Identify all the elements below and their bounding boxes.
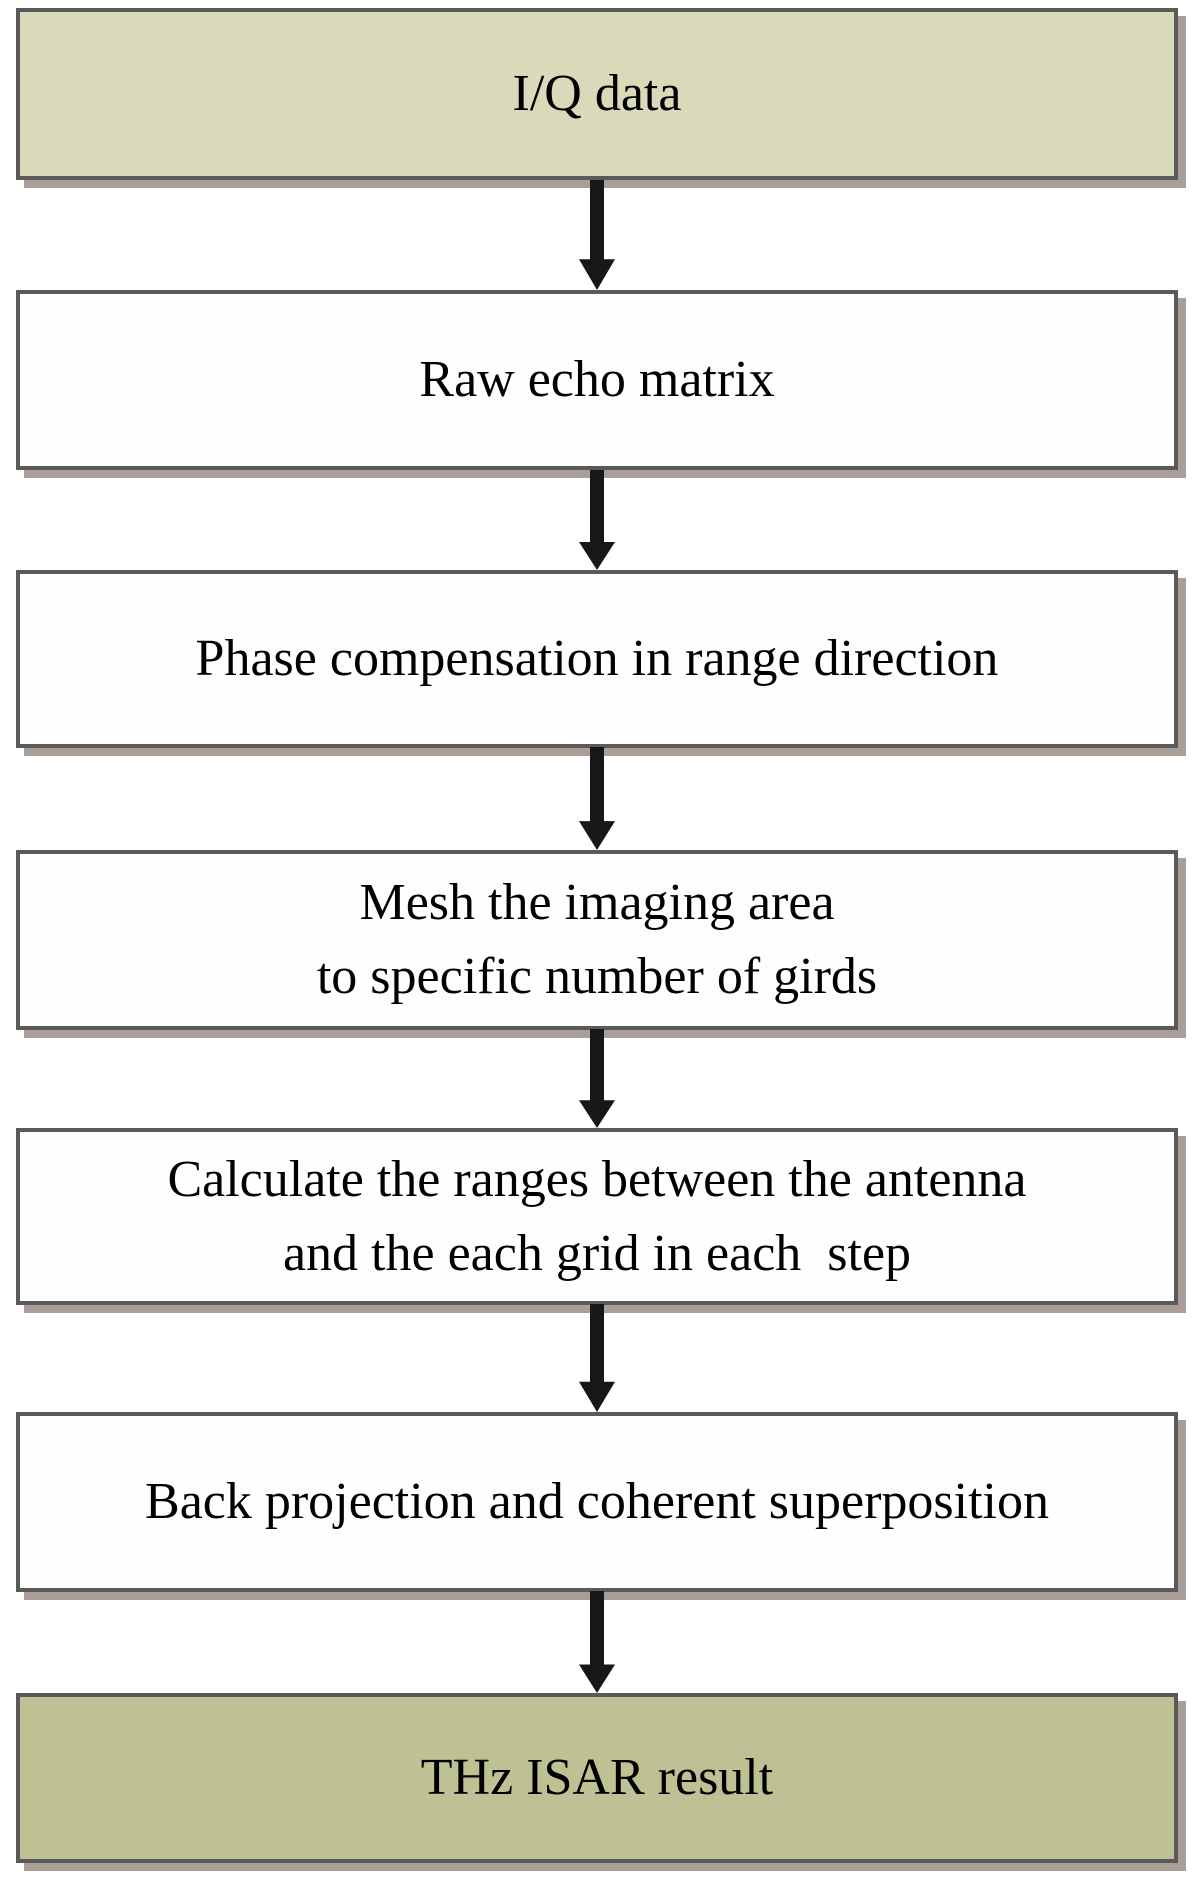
down-arrow-icon [579, 1029, 615, 1128]
flow-node-raw-echo-matrix: Raw echo matrix [16, 290, 1178, 470]
node-label-line-1: Mesh the imaging area [359, 874, 835, 932]
down-arrow-icon [579, 747, 615, 850]
flow-node-iq-data: I/Q data [16, 8, 1178, 180]
down-arrow-icon [579, 1304, 615, 1412]
node-label: Back projection and coherent superpositi… [145, 1473, 1049, 1531]
flow-node-mesh-imaging-area: Mesh the imaging area to specific number… [16, 850, 1178, 1030]
flow-node-back-projection: Back projection and coherent superpositi… [16, 1412, 1178, 1592]
down-arrow-icon [579, 180, 615, 290]
node-label: Raw echo matrix [419, 351, 775, 409]
node-label: Phase compensation in range direction [195, 630, 999, 688]
flow-node-thz-isar-result: THz ISAR result [16, 1693, 1178, 1863]
node-label: I/Q data [512, 65, 682, 123]
node-label: THz ISAR result [420, 1749, 774, 1807]
down-arrow-icon [579, 470, 615, 570]
node-label-line-2: to specific number of girds [316, 948, 878, 1005]
flow-node-phase-compensation: Phase compensation in range direction [16, 570, 1178, 748]
flow-node-calculate-ranges: Calculate the ranges between the antenna… [16, 1128, 1178, 1305]
down-arrow-icon [579, 1591, 615, 1693]
node-label-line-2: and the each grid in each step [282, 1224, 912, 1282]
node-label-line-1: Calculate the ranges between the antenna [167, 1150, 1027, 1208]
